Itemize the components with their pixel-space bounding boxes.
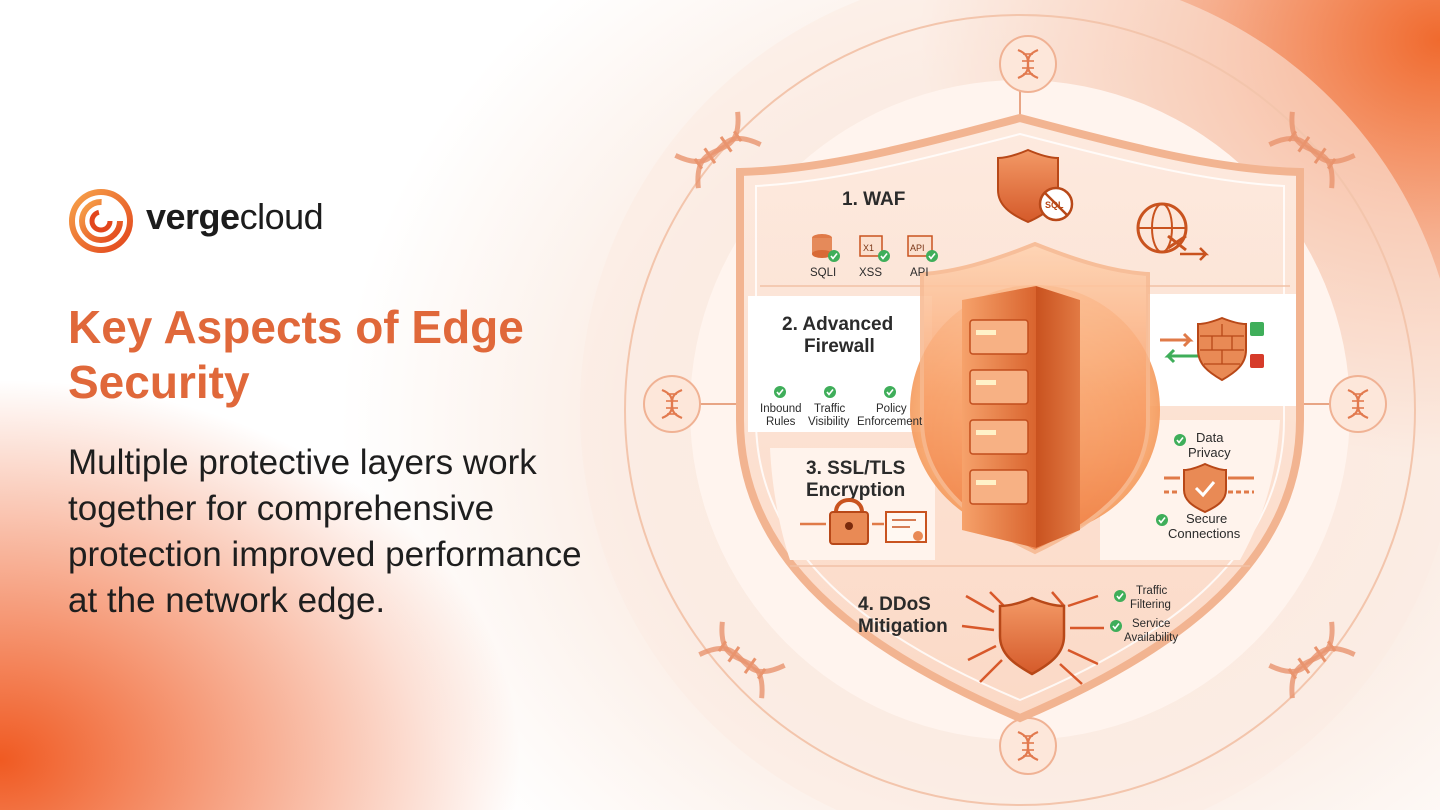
firewall-title-line2: Firewall <box>804 336 875 357</box>
headline: Key Aspects of Edge Security <box>68 301 524 408</box>
xss-item: X1 XSS <box>859 235 891 279</box>
check-icon <box>883 385 897 399</box>
svg-text:Privacy: Privacy <box>1188 445 1231 460</box>
svg-text:Data: Data <box>1196 430 1224 445</box>
ddos-title-line1: 4. DDoS <box>858 594 931 615</box>
ssl-item-connections: Secure Connections <box>1155 511 1241 541</box>
check-icon <box>925 249 939 263</box>
ssl-title-line1: 3. SSL/TLS <box>806 458 905 479</box>
ddos-item-filtering: Traffic Filtering <box>1113 585 1171 611</box>
svg-text:Visibility: Visibility <box>808 416 850 428</box>
svg-text:API: API <box>910 243 925 253</box>
check-icon <box>1173 433 1187 447</box>
globe-network-icon <box>1136 202 1210 261</box>
sql-block-icon: SQL <box>1038 186 1074 222</box>
dna-node-top <box>999 35 1057 93</box>
svg-text:API: API <box>910 267 929 279</box>
svg-text:Enforcement: Enforcement <box>857 416 923 428</box>
check-icon <box>823 385 837 399</box>
firewall-title-line1: 2. Advanced <box>782 314 893 335</box>
firewall-item-visibility: Traffic Visibility <box>808 385 850 428</box>
check-icon <box>877 249 891 263</box>
svg-text:SQL: SQL <box>1045 200 1064 210</box>
svg-text:XSS: XSS <box>859 267 882 279</box>
ddos-item-availability: Service Availability <box>1109 618 1178 644</box>
svg-text:X1: X1 <box>863 243 874 253</box>
dna-node-right <box>1329 375 1387 433</box>
ddos-shield-icon <box>961 591 1104 685</box>
firewall-item-inbound: Inbound Rules <box>760 385 802 428</box>
firewall-brick-shield-icon <box>1160 316 1264 382</box>
firewall-item-policy: Policy Enforcement <box>857 385 923 428</box>
svg-text:Secure: Secure <box>1186 511 1227 526</box>
vergecloud-logo-icon <box>69 189 133 253</box>
svg-text:Filtering: Filtering <box>1130 599 1171 611</box>
svg-text:Inbound: Inbound <box>760 403 802 415</box>
api-item: API API <box>907 235 939 279</box>
check-icon <box>1155 513 1169 527</box>
subheadline: Multiple protective layers work together… <box>68 443 582 620</box>
ddos-title-line2: Mitigation <box>858 616 948 637</box>
check-icon <box>773 385 787 399</box>
padlock-certificate-icon <box>800 498 927 545</box>
svg-text:SQLI: SQLI <box>810 267 836 279</box>
orbit-ring <box>624 14 1416 806</box>
svg-text:Availability: Availability <box>1124 632 1178 644</box>
sqli-item: SQLI <box>810 234 841 279</box>
svg-text:Connections: Connections <box>1168 526 1241 541</box>
ssl-title-line2: Encryption <box>806 480 905 501</box>
svg-text:Service: Service <box>1132 618 1170 630</box>
svg-text:Traffic: Traffic <box>814 403 846 415</box>
check-icon <box>1113 589 1127 603</box>
brand-wordmark: vergecloud <box>146 196 324 237</box>
firewall-panel <box>748 296 932 432</box>
dna-node-bottom <box>999 717 1057 775</box>
svg-text:Rules: Rules <box>766 416 796 428</box>
check-icon <box>1109 619 1123 633</box>
ssl-shield-check-icon <box>1164 462 1254 514</box>
svg-text:Policy: Policy <box>876 403 907 415</box>
svg-text:Traffic: Traffic <box>1136 585 1168 597</box>
dna-node-left <box>643 375 701 433</box>
check-icon <box>827 249 841 263</box>
server-rack-icon <box>962 286 1080 548</box>
waf-title: 1. WAF <box>842 189 905 210</box>
ssl-item-privacy: Data Privacy <box>1173 430 1231 460</box>
